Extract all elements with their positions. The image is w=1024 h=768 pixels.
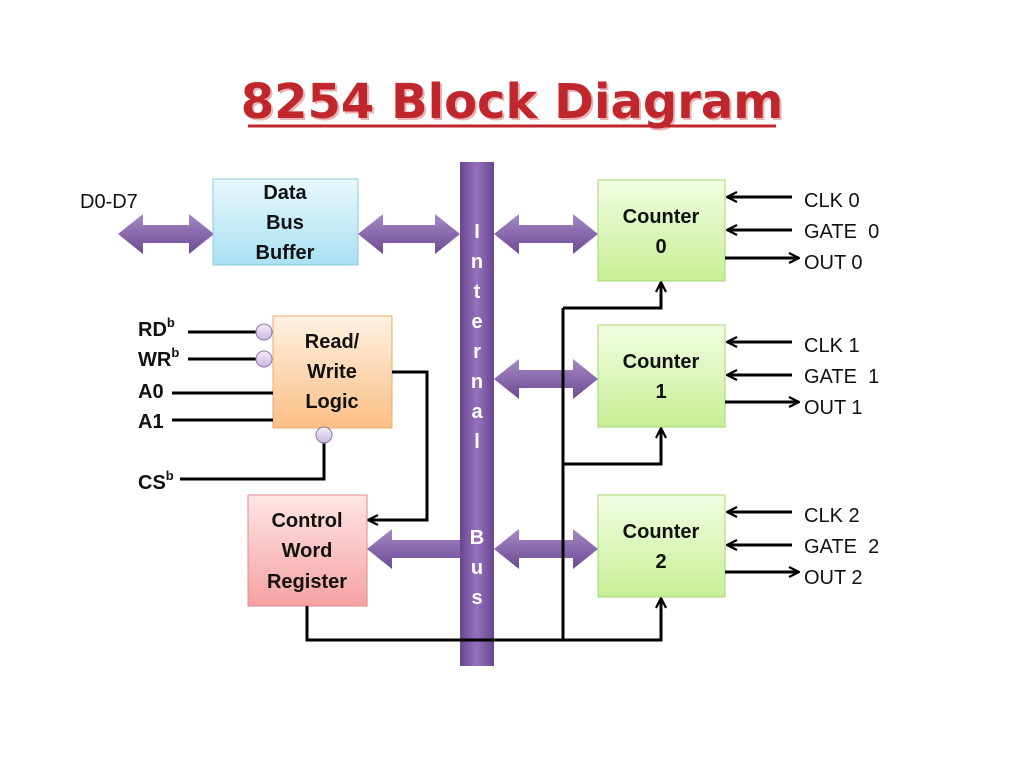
counter2-label: Counter <box>623 521 700 543</box>
cs-wire <box>180 443 326 481</box>
counter1-box <box>597 324 726 428</box>
control-word-register-label: Register <box>267 571 347 593</box>
counter1-block: Counter 1 <box>597 324 726 428</box>
a1-pin-label: A1 <box>138 411 164 433</box>
clk2-label: CLK 2 <box>804 505 860 527</box>
control-word-register-label: Control <box>271 510 342 532</box>
counter0-label: 0 <box>655 236 666 258</box>
internal-bus: I n t e r n a l B u s <box>460 162 494 666</box>
control-wiring <box>305 282 661 642</box>
counter2-box <box>597 494 726 598</box>
gate0-label: GATE 0 <box>804 221 879 243</box>
data-port-label: D0-D7 <box>80 191 138 213</box>
counter1-signals: CLK 1 GATE 1 OUT 1 <box>725 335 879 419</box>
rd-pin-label: RDb <box>138 315 175 341</box>
gate1-label: GATE 1 <box>804 366 879 388</box>
data-bus-buffer-label: Buffer <box>256 242 315 264</box>
counter2-label: 2 <box>655 551 666 573</box>
cwr-bottom-wire <box>305 606 563 642</box>
bus-letter: u <box>471 557 483 579</box>
bus-letter: l <box>474 431 480 453</box>
control-word-register-block: Control Word Register <box>247 494 368 607</box>
rd-inversion-bubble <box>255 323 273 341</box>
counter0-block: Counter 0 <box>597 179 726 282</box>
control-to-counter1-wire <box>563 428 661 466</box>
counter0-signals: CLK 0 GATE 0 OUT 0 <box>725 190 879 274</box>
gate2-label: GATE 2 <box>804 536 879 558</box>
internal-to-counter2-arrow <box>494 529 598 569</box>
counter1-label: 1 <box>655 381 666 403</box>
control-word-register-label: Word <box>282 540 333 562</box>
wr-inversion-bubble <box>255 350 273 368</box>
title-shadow: 8254 Block Diagram <box>243 76 786 132</box>
data-bus-buffer-label: Bus <box>266 212 304 234</box>
control-pins: RDb WRb A0 A1 CSb <box>138 315 333 494</box>
data-bus-buffer-label: Data <box>263 182 307 204</box>
read-write-logic-label: Write <box>307 361 357 383</box>
bus-letter: I <box>474 221 480 243</box>
out1-label: OUT 1 <box>804 397 863 419</box>
bus-letter: B <box>470 527 484 549</box>
bus-letter: a <box>471 401 483 423</box>
counter2-block: Counter 2 <box>597 494 726 598</box>
bus-letter: r <box>473 341 481 363</box>
buffer-to-internal-arrow <box>358 214 460 254</box>
internal-to-counter1-arrow <box>494 359 598 399</box>
counter2-signals: CLK 2 GATE 2 OUT 2 <box>725 505 879 589</box>
out0-label: OUT 0 <box>804 252 863 274</box>
control-to-counter0-wire <box>563 282 661 310</box>
bus-letter: s <box>471 587 482 609</box>
d0-d7-bus-arrow <box>118 214 214 254</box>
internal-to-control-word-arrow <box>367 529 460 569</box>
cs-inversion-bubble <box>315 426 333 444</box>
data-bus-buffer-box <box>212 178 359 266</box>
data-bus-buffer-block: Data Bus Buffer <box>212 178 359 266</box>
internal-to-counter0-arrow <box>494 214 598 254</box>
counter0-label: Counter <box>623 206 700 228</box>
page-title: 8254 Block Diagram <box>241 74 784 130</box>
out2-label: OUT 2 <box>804 567 863 589</box>
read-write-logic-block: Read/ Write Logic <box>272 315 393 429</box>
read-write-logic-label: Logic <box>305 391 358 413</box>
bus-letter: t <box>474 281 481 303</box>
title: 8254 Block Diagram 8254 Block Diagram <box>241 74 786 132</box>
counter0-box <box>597 179 726 282</box>
read-write-logic-label: Read/ <box>305 331 360 353</box>
control-to-counter2-wire <box>563 598 661 642</box>
bus-letter: n <box>471 251 483 273</box>
bus-letter: e <box>471 311 482 333</box>
read-write-logic-box <box>272 315 393 429</box>
clk0-label: CLK 0 <box>804 190 860 212</box>
bus-arrows <box>118 214 598 569</box>
a0-pin-label: A0 <box>138 381 164 403</box>
cs-pin-label: CSb <box>138 468 174 494</box>
wr-pin-label: WRb <box>138 345 179 371</box>
rw-to-control-word-wire <box>368 370 429 520</box>
control-word-register-box <box>247 494 368 607</box>
internal-bus-bar <box>460 162 494 666</box>
clk1-label: CLK 1 <box>804 335 860 357</box>
counter1-label: Counter <box>623 351 700 373</box>
bus-letter: n <box>471 371 483 393</box>
